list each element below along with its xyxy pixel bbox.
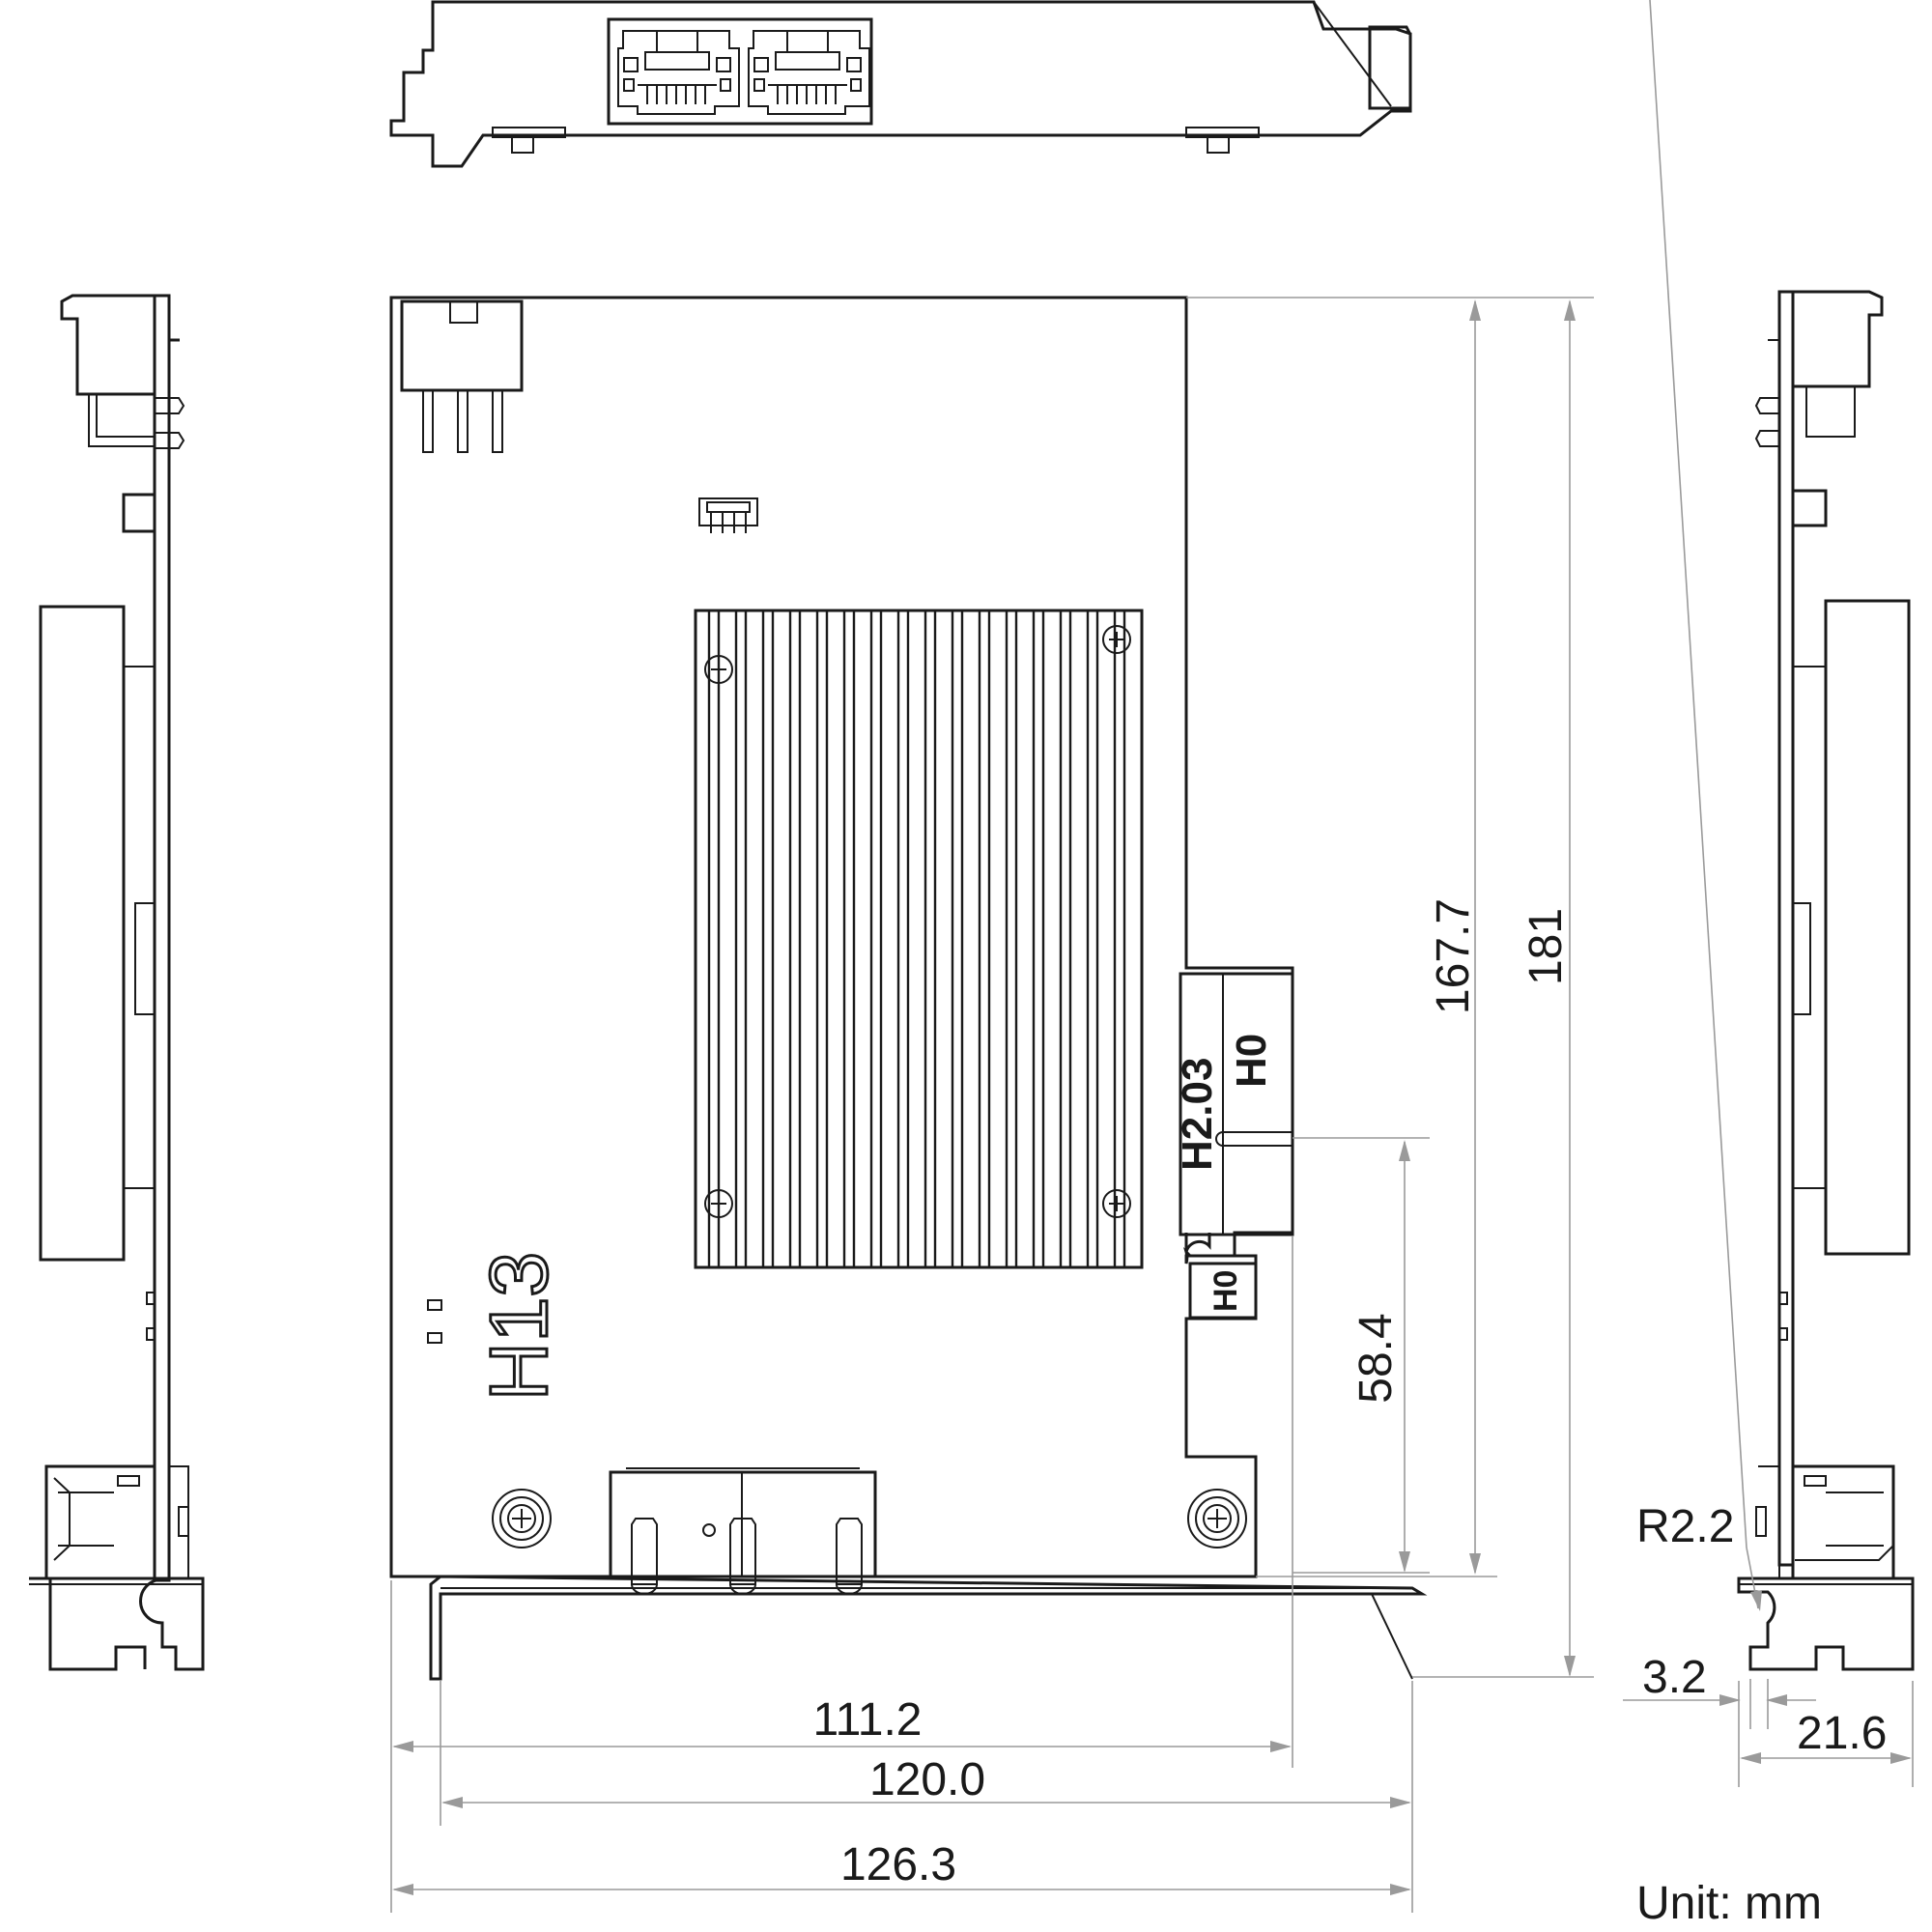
dim-height-58-4: 58.4 <box>1350 1313 1402 1403</box>
heatsink-screw-top-left <box>704 655 733 684</box>
led-indicator-2 <box>427 1332 442 1344</box>
bottom-bracket <box>429 1575 1428 1681</box>
heatsink <box>694 609 1144 1269</box>
right-side-view <box>1737 290 1915 1671</box>
dimension-labels: 167.7 181 58.4 111.2 120.0 126.3 R2.2 3.… <box>813 898 1888 1929</box>
dim-width-111-2: 111.2 <box>813 1694 923 1746</box>
edge-connector <box>1179 972 1294 1236</box>
heatsink-screw-bottom-right <box>1102 1189 1131 1218</box>
bottom-rj45-block <box>609 1467 877 1595</box>
board-screw-left <box>492 1489 552 1548</box>
dim-width-120-0: 120.0 <box>869 1754 985 1805</box>
board-screw-right <box>1187 1489 1247 1548</box>
connector-label-main: H2.03 <box>1174 1058 1221 1171</box>
board-label: H13 <box>473 1252 564 1401</box>
rj45-port-left <box>617 30 740 115</box>
power-connector <box>400 299 524 392</box>
dim-radius-r2-2: R2.2 <box>1636 1501 1734 1552</box>
heatsink-screw-bottom-left <box>704 1189 733 1218</box>
connector-label-ho-bottom: H0 <box>1208 1270 1244 1312</box>
h0-block <box>1188 1262 1258 1320</box>
dim-height-181: 181 <box>1520 908 1572 985</box>
front-view: H13 H2.03 H0 H0 <box>389 296 1428 1681</box>
dim-width-126-3: 126.3 <box>840 1839 956 1890</box>
heatsink-screw-top-right <box>1102 625 1131 654</box>
dim-thickness-3-2: 3.2 <box>1642 1652 1707 1703</box>
dim-height-167-7: 167.7 <box>1428 898 1479 1014</box>
small-header-connector <box>698 497 758 533</box>
connector-label-ho-top: H0 <box>1228 1034 1275 1088</box>
rj45-port-right <box>748 30 870 115</box>
left-side-view <box>29 294 205 1671</box>
top-view-bracket <box>389 0 1412 168</box>
unit-note: Unit: mm <box>1636 1878 1822 1929</box>
led-indicator-1 <box>427 1299 442 1311</box>
rj45-housing <box>607 17 873 126</box>
dim-depth-21-6: 21.6 <box>1797 1708 1887 1759</box>
dimension-lines <box>390 0 1914 1913</box>
